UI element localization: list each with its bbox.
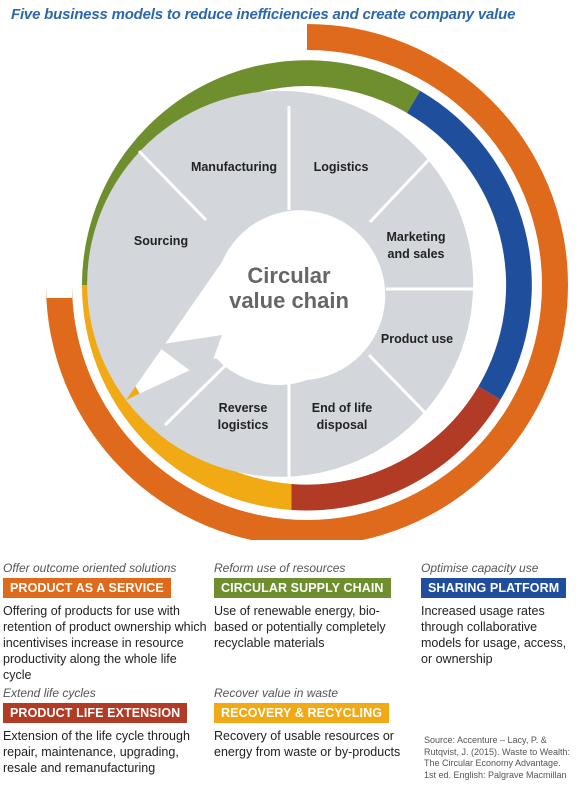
model-description: Extension of the life cycle through repa… [3,729,190,775]
model-tagline: Extend life cycles [3,686,96,700]
model-tagline: Offer outcome oriented solutions [3,561,177,575]
center-label-line2: value chain [229,288,349,313]
value-chain-dividers [137,106,487,478]
ring-product-life-extension [291,386,501,511]
ring-sharing-platform [407,90,532,400]
svg-text:Logistics: Logistics [314,160,369,174]
model-product-as-a-service: Offer outcome oriented solutions PRODUCT… [3,561,208,683]
diagram-title: Five business models to reduce inefficie… [11,6,516,23]
model-tagline: Reform use of resources [214,561,346,575]
segment-sourcing: Sourcing [134,234,188,248]
segment-manufacturing: Manufacturing [191,160,277,174]
model-sharing-platform: Optimise capacity use SHARING PLATFORM I… [421,561,576,667]
svg-text:End of life: End of life [312,401,372,415]
model-badge: PRODUCT AS A SERVICE [3,578,171,598]
segment-marketing-and-sales: Marketing and sales [386,230,445,261]
svg-text:disposal: disposal [317,418,368,432]
model-badge: SHARING PLATFORM [421,578,567,598]
segment-reverse-logistics: Reverse logistics [218,401,269,432]
value-chain-arrowhead [156,335,222,382]
svg-text:Manufacturing: Manufacturing [191,160,277,174]
center-label-line1: Circular [247,263,331,288]
model-product-life-extension: Extend life cycles PRODUCT LIFE EXTENSIO… [3,686,208,776]
model-circular-supply-chain: Reform use of resources CIRCULAR SUPPLY … [214,561,409,651]
svg-text:logistics: logistics [218,418,269,432]
segment-product-use: Product use [381,332,453,346]
svg-text:Reverse: Reverse [219,401,268,415]
svg-text:Sourcing: Sourcing [134,234,188,248]
segment-end-of-life-disposal: End of life disposal [312,401,372,432]
model-description: Increased usage rates through collaborat… [421,604,567,666]
source-citation: Source: Accenture – Lacy, P. & Rutqvist,… [424,735,571,780]
model-badge: PRODUCT LIFE EXTENSION [3,703,188,723]
model-description: Recovery of usable resources or energy f… [214,729,401,759]
ring-circular-supply-chain [82,60,421,285]
segment-logistics: Logistics [314,160,369,174]
model-description: Use of renewable energy, bio-based or po… [214,604,386,650]
model-recovery-recycling: Recover value in waste RECOVERY & RECYCL… [214,686,409,760]
svg-text:Product use: Product use [381,332,453,346]
model-tagline: Optimise capacity use [421,561,539,575]
model-tagline: Recover value in waste [214,686,339,700]
value-chain-ring [87,90,474,477]
svg-text:Marketing: Marketing [386,230,445,244]
circular-value-chain-diagram: Manufacturing Logistics Marketing and sa… [46,24,568,540]
model-badge: RECOVERY & RECYCLING [214,703,390,723]
svg-text:and sales: and sales [388,247,445,261]
model-badge: CIRCULAR SUPPLY CHAIN [214,578,391,598]
model-description: Offering of products for use with retent… [3,604,207,682]
